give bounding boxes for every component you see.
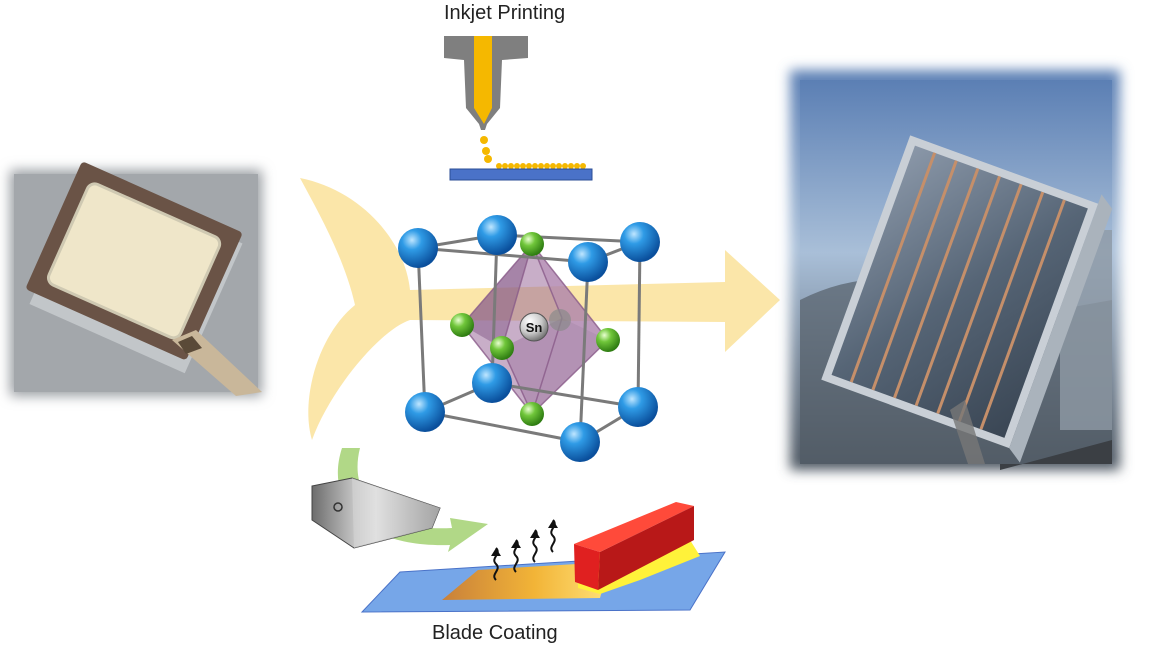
center-atom-label: Sn	[526, 320, 543, 335]
inkjet-nozzle-icon	[444, 36, 593, 181]
blade-coater-icon	[311, 448, 726, 613]
perovskite-crystal-icon: Sn	[398, 215, 660, 462]
blade-coating-label: Blade Coating	[432, 622, 558, 644]
inkjet-printing-label: Inkjet Printing	[444, 2, 566, 24]
small-area-solar-cell-photo	[10, 162, 262, 396]
solar-module-outdoor-photo	[790, 70, 1120, 470]
